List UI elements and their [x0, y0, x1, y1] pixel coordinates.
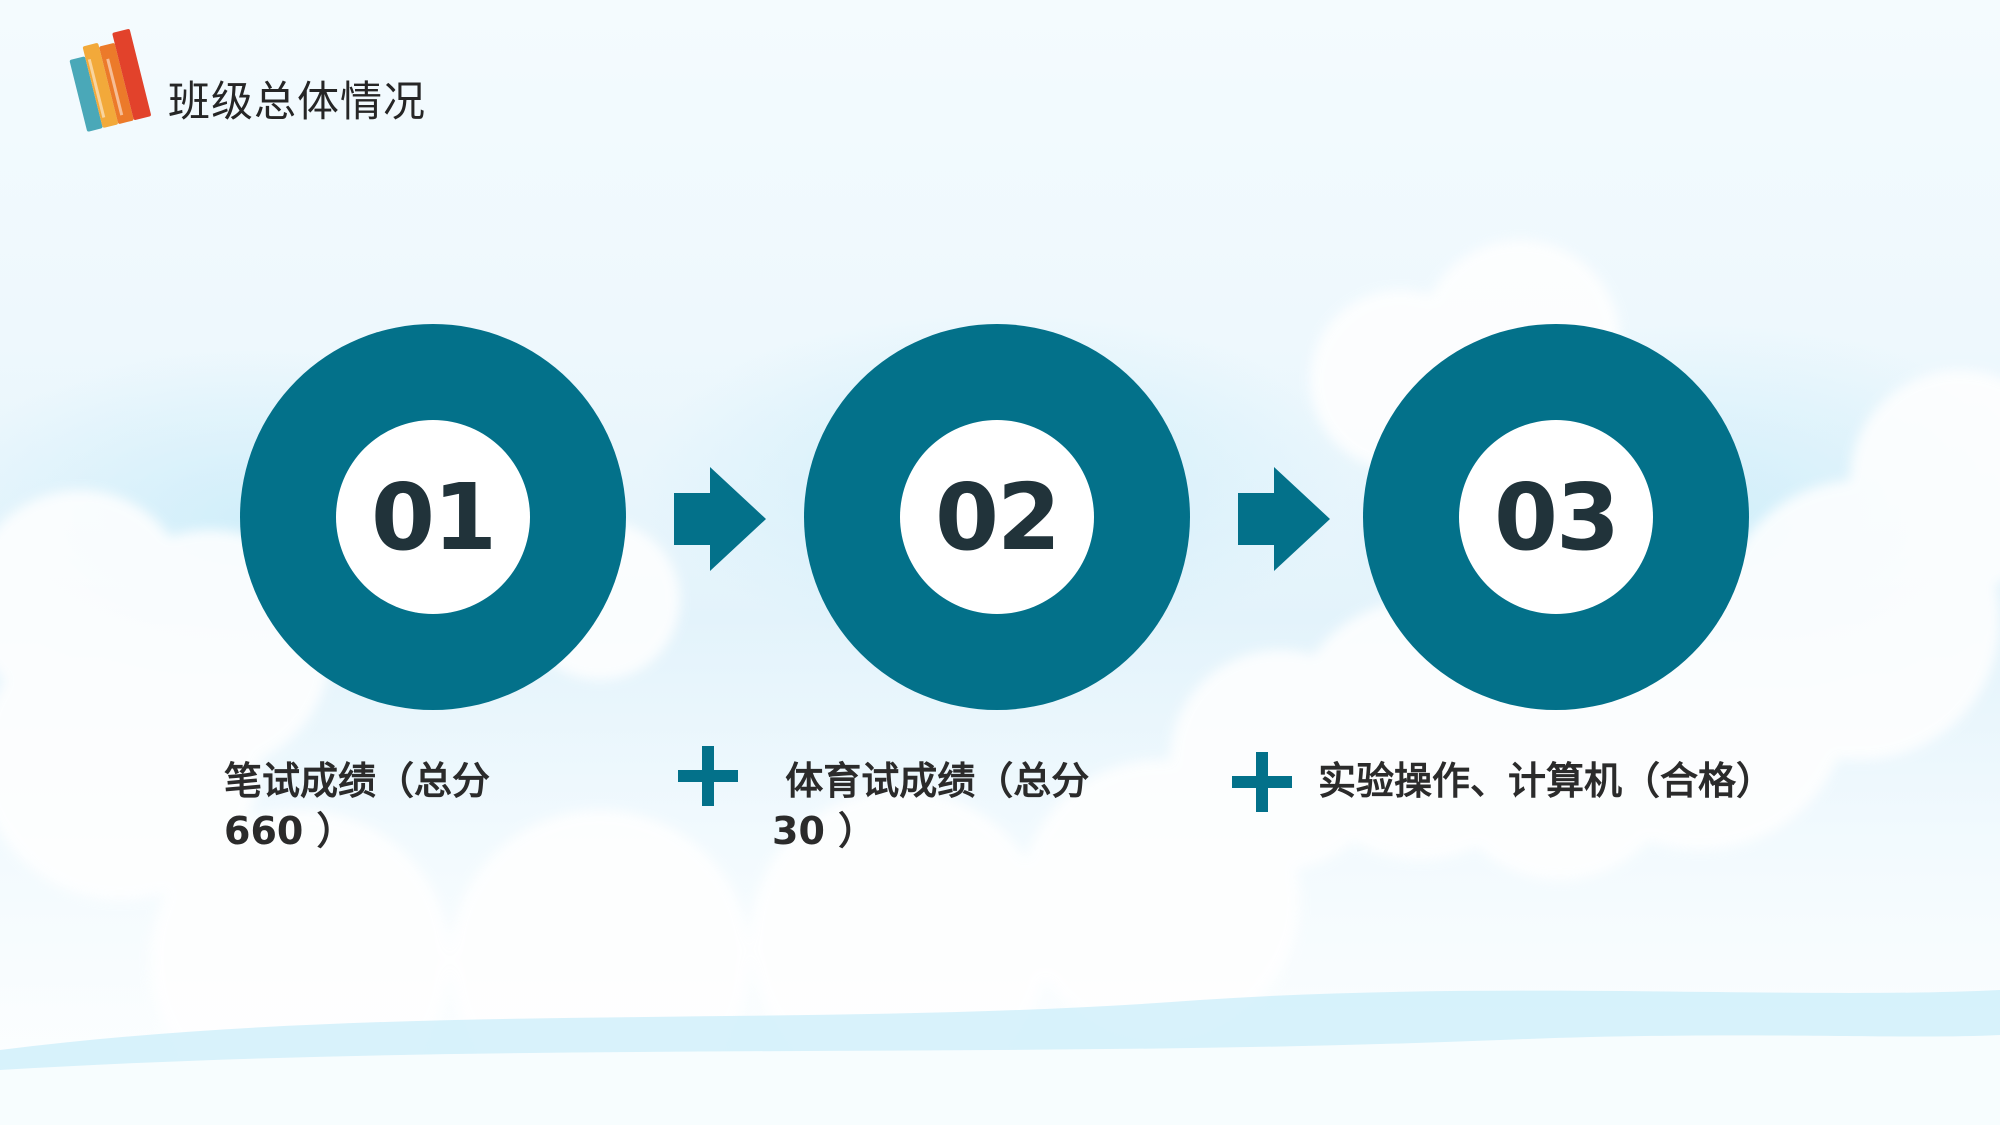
plus-icon	[1232, 752, 1292, 812]
step-label-3: 实验操作、计算机（合格）	[1318, 759, 1775, 803]
page-title: 班级总体情况	[168, 77, 427, 126]
step-ring-2-inner: 02	[900, 420, 1094, 614]
step-ring-1-inner: 01	[336, 420, 530, 614]
arrow-right-icon	[674, 467, 766, 571]
step-number-3: 03	[1493, 463, 1620, 571]
plus-icon	[678, 746, 738, 806]
step-ring-3-inner: 03	[1459, 420, 1653, 614]
step-ring-2: 02	[804, 324, 1190, 710]
arrow-right-icon	[1238, 467, 1330, 571]
book-stack-icon	[69, 29, 151, 132]
step-number-2: 02	[934, 463, 1061, 571]
step-ring-3: 03	[1363, 324, 1749, 710]
step-label-2: 体育试成绩（总分 30 ）	[772, 759, 1090, 853]
step-label-1: 笔试成绩（总分 660 ）	[224, 759, 491, 853]
step-ring-1: 01	[240, 324, 626, 710]
step-number-1: 01	[370, 463, 497, 571]
